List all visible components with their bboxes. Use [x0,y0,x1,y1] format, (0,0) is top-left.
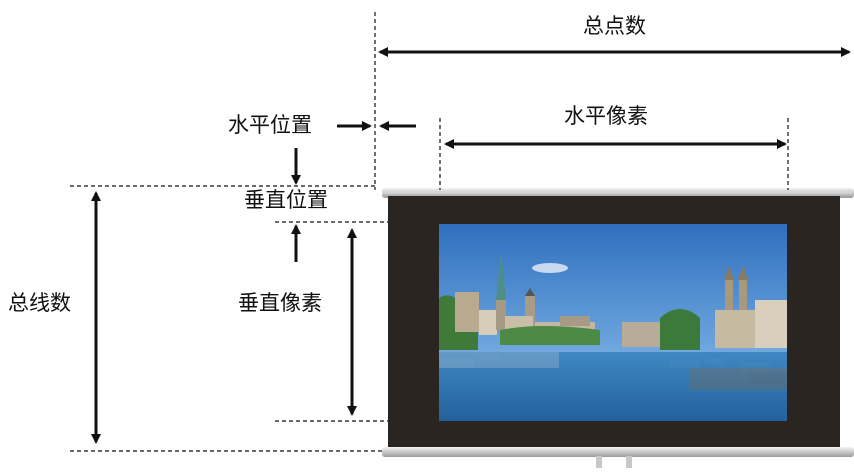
screen-stand-right [626,456,632,468]
total-lines-label: 总线数 [8,291,71,315]
horizontal-pixels-label: 水平像素 [564,104,648,128]
horizontal-position-label: 水平位置 [228,113,312,137]
dimension-arrows [91,47,851,444]
projected-image [439,224,787,421]
screen-stand-left [596,456,602,468]
reference-lines [70,12,789,452]
vertical-position-label: 垂直位置 [244,188,328,212]
total-dots-label: 总点数 [583,14,646,38]
vertical-pixels-label: 垂直像素 [238,291,322,315]
screen-bottom-roller [382,447,854,457]
